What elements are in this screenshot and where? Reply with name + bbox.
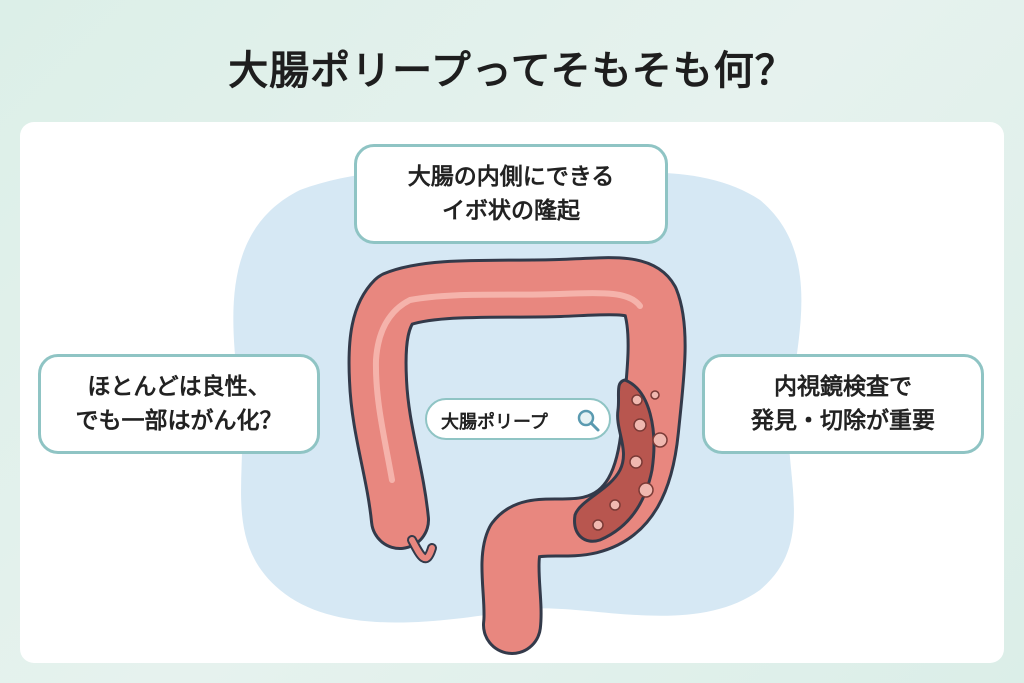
bubble-line: 内視鏡検査で	[774, 374, 912, 400]
endoscopy-bubble: 内視鏡検査で 発見・切除が重要	[702, 354, 984, 454]
search-text: 大腸ポリープ	[441, 412, 548, 433]
bubble-line: ほとんどは良性、	[87, 374, 271, 400]
bubble-line: イボ状の隆起	[442, 198, 580, 224]
bubble-line: 発見・切除が重要	[751, 408, 935, 434]
polyp	[609, 499, 621, 511]
polyp	[638, 482, 654, 498]
page-title: 大腸ポリープってそもそも何？	[228, 48, 796, 94]
polyp	[633, 418, 647, 432]
search-icon[interactable]	[575, 407, 601, 433]
polyp	[650, 390, 660, 400]
bubble-line: でも一部はがん化？	[75, 408, 283, 434]
search-box[interactable]: 大腸ポリープ	[425, 398, 611, 440]
bubble-line: 大腸の内側にできる	[407, 164, 615, 190]
colon-highlight	[372, 290, 643, 483]
benign-bubble: ほとんどは良性、 でも一部はがん化？	[38, 354, 320, 454]
polyps	[592, 390, 668, 531]
polyp	[592, 519, 604, 531]
polyp	[652, 432, 668, 448]
polyp-area	[573, 378, 656, 543]
polyp	[631, 394, 643, 406]
definition-bubble: 大腸の内側にできる イボ状の隆起	[354, 144, 668, 244]
polyp	[629, 455, 643, 469]
